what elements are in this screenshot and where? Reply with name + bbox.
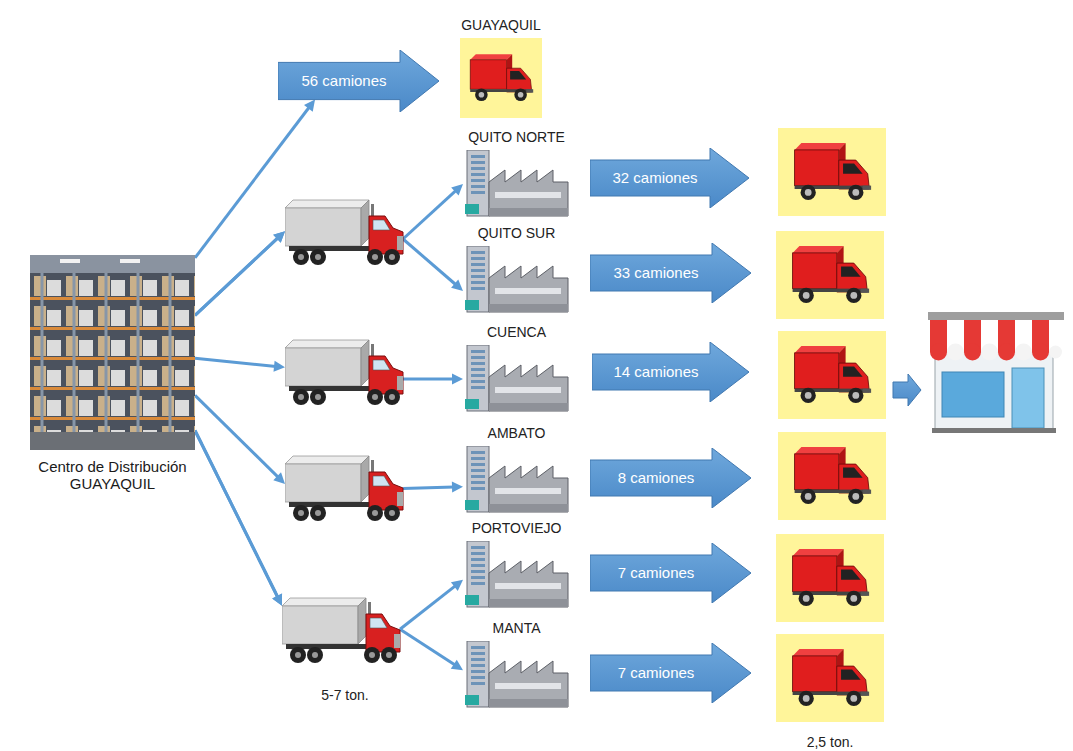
- distribution-center: Centro de Distribución GUAYAQUIL: [30, 255, 195, 450]
- flow-line-segment: [403, 190, 456, 239]
- block-arrow-outline: [590, 448, 751, 508]
- arrow-head: [274, 361, 285, 372]
- quantity-arrow: 56 camiones: [278, 50, 440, 112]
- arrow-head: [451, 580, 463, 591]
- truck-count: 56 camiones: [301, 72, 386, 90]
- block-arrow-outline: [590, 243, 751, 303]
- quantity-arrow: 33 camiones: [590, 243, 752, 303]
- arrow-head: [451, 184, 463, 195]
- site-name: CUENCA: [423, 324, 610, 341]
- site-name: QUITO NORTE: [423, 129, 610, 146]
- label-holder: 2,5 ton.: [775, 733, 885, 751]
- truck-count: 7 camiones: [618, 664, 695, 682]
- center-name: Centro de Distribución GUAYAQUIL: [10, 458, 215, 492]
- quantity-arrow: 8 camiones: [590, 448, 752, 508]
- branch-warehouse: QUITO SUR: [463, 246, 570, 314]
- flow-line: [195, 184, 463, 315]
- flow-line-segment: [195, 237, 278, 315]
- branch-warehouse: QUITO NORTE: [463, 150, 570, 218]
- label-holder: 5-7 ton.: [295, 686, 395, 704]
- quantity-arrow: 14 camiones: [592, 342, 750, 402]
- arrow-head: [304, 100, 315, 112]
- flow-line-segment: [195, 237, 278, 315]
- warehouse-photo: [30, 255, 195, 450]
- flow-line-segment: [403, 378, 454, 381]
- branch-warehouse: CUENCA: [463, 345, 570, 413]
- arrow-head: [451, 280, 463, 291]
- semi-truck: [285, 340, 403, 405]
- block-arrow-outline: [278, 50, 439, 112]
- block-arrow-outline: [590, 643, 751, 703]
- block-arrow: [893, 374, 921, 406]
- block-arrow-outline: [590, 543, 751, 603]
- arrow-head: [451, 660, 463, 671]
- site-name: GUAYAQUIL: [420, 17, 582, 34]
- truck-box: GUAYAQUIL: [460, 38, 542, 118]
- truck-count: 14 camiones: [613, 363, 698, 381]
- site-name: MANTA: [423, 620, 610, 637]
- semi-truck: [282, 598, 400, 663]
- truck-count: 32 camiones: [612, 169, 697, 187]
- semi-truck: [285, 456, 403, 521]
- flow-line-segment: [400, 629, 455, 665]
- branch-warehouse: AMBATO: [463, 446, 570, 514]
- store-icon: [928, 312, 1064, 433]
- site-name: PORTOVIEJO: [423, 520, 610, 537]
- truck-count: 33 camiones: [613, 264, 698, 282]
- flow-line-segment: [195, 358, 276, 366]
- semi-truck: [285, 200, 403, 265]
- site-name: AMBATO: [423, 425, 610, 442]
- flow-line: [195, 431, 463, 671]
- flow-line-segment: [195, 431, 278, 598]
- quantity-arrow: 32 camiones: [590, 148, 750, 208]
- flow-line-segment: [403, 239, 456, 285]
- flow-line-segment: [195, 431, 278, 598]
- site-name: QUITO SUR: [423, 225, 610, 242]
- truck-count: 8 camiones: [618, 469, 695, 487]
- capacity-note: 5-7 ton.: [321, 687, 368, 703]
- truck-count: 7 camiones: [618, 564, 695, 582]
- block-arrow-outline: [590, 148, 749, 208]
- block-arrow-outline: [592, 342, 749, 402]
- flow-line-segment: [400, 585, 456, 629]
- arrow-head: [452, 482, 463, 493]
- branch-warehouse: MANTA: [463, 641, 570, 709]
- arrow-head: [273, 231, 285, 243]
- arrow-head: [272, 594, 282, 606]
- flow-line-segment: [195, 395, 279, 477]
- branch-warehouse: PORTOVIEJO: [463, 541, 570, 609]
- quantity-arrow: 7 camiones: [590, 543, 752, 603]
- capacity-note: 2,5 ton.: [807, 734, 854, 750]
- quantity-arrow: 7 camiones: [590, 643, 752, 703]
- arrow-head: [452, 374, 463, 385]
- arrow-head: [273, 472, 285, 484]
- flow-line-segment: [403, 487, 454, 488]
